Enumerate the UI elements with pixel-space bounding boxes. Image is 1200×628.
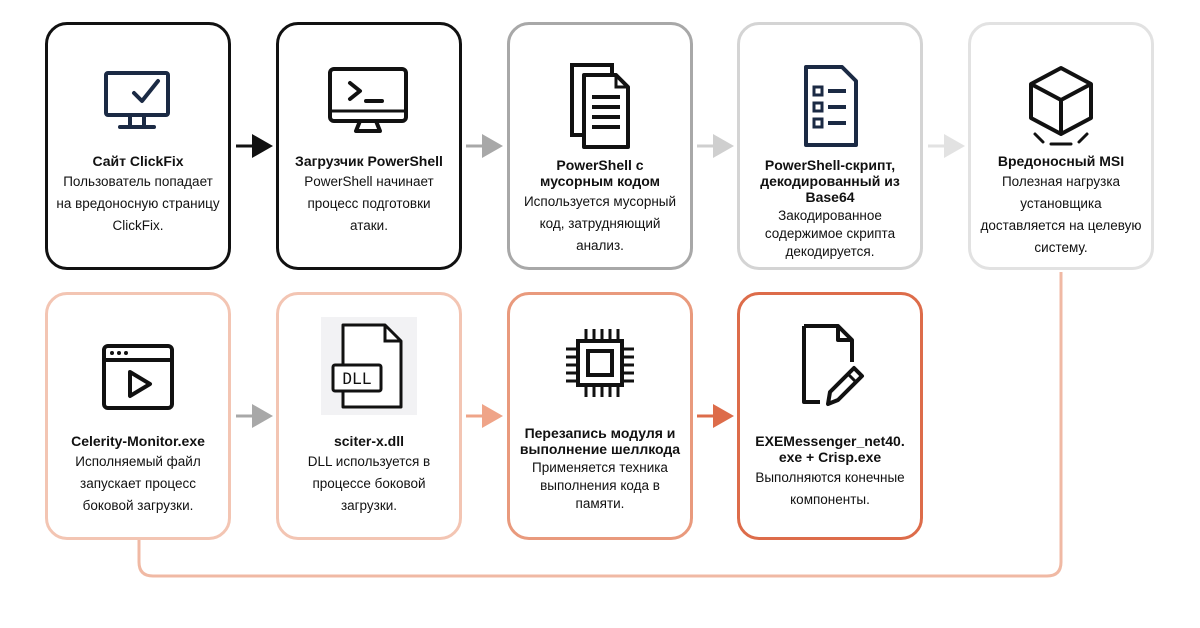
step-title: Перезапись модуля и выполнение шеллкода bbox=[519, 425, 681, 457]
step-title: Вредоносный MSI bbox=[997, 153, 1125, 169]
step-card-sciter-dll: DLL sciter-x.dll DLL используется в проц… bbox=[276, 292, 462, 540]
step-title: PowerShell с мусорным кодом bbox=[540, 157, 660, 189]
step-description: Используется мусорный код, затрудняющий … bbox=[523, 194, 677, 253]
step-description: DLL используется в процессе боковой загр… bbox=[307, 454, 431, 513]
step-title: Celerity-Monitor.exe bbox=[71, 433, 205, 449]
step-card-powershell-loader: Загрузчик PowerShell PowerShell начинает… bbox=[276, 22, 462, 270]
step-title: Сайт ClickFix bbox=[92, 153, 184, 169]
step-card-final-components: EXEMessenger_net40. exe + Crisp.exe Выпо… bbox=[737, 292, 923, 540]
checklist-icon bbox=[740, 61, 920, 147]
video-window-icon bbox=[48, 331, 228, 411]
documents-icon bbox=[510, 61, 690, 149]
step-title: PowerShell-скрипт, декодированный из Bas… bbox=[760, 157, 900, 205]
terminal-monitor-icon bbox=[279, 61, 459, 141]
step-title: Загрузчик PowerShell bbox=[295, 153, 443, 169]
step-description: Закодированное содержимое скрипта декоди… bbox=[764, 208, 896, 259]
step-title: sciter-x.dll bbox=[333, 433, 405, 449]
step-card-junk-powershell: PowerShell с мусорным кодом Используется… bbox=[507, 22, 693, 270]
step-description: Полезная нагрузка установщика доставляет… bbox=[980, 174, 1142, 255]
step-description: Пользователь попадает на вредоносную стр… bbox=[56, 174, 220, 233]
step-card-base64-script: PowerShell-скрипт, декодированный из Bas… bbox=[737, 22, 923, 270]
step-description: PowerShell начинает процесс подготовки а… bbox=[304, 174, 434, 233]
step-title: EXEMessenger_net40. exe + Crisp.exe bbox=[755, 433, 905, 465]
cube-icon bbox=[971, 61, 1151, 146]
step-card-celerity-monitor: Celerity-Monitor.exe Исполняемый файл за… bbox=[45, 292, 231, 540]
file-edit-icon bbox=[740, 324, 920, 406]
connector-msi-to-celerity bbox=[137, 272, 1063, 578]
step-card-clickfix: Сайт ClickFix Пользователь попадает на в… bbox=[45, 22, 231, 270]
step-card-malicious-msi: Вредоносный MSI Полезная нагрузка устано… bbox=[968, 22, 1154, 270]
step-description: Исполняемый файл запускает процесс боков… bbox=[75, 454, 201, 513]
step-description: Применяется техника выполнения кода в па… bbox=[532, 460, 668, 511]
step-card-module-overwrite: Перезапись модуля и выполнение шеллкода … bbox=[507, 292, 693, 540]
step-description: Выполняются конечные компоненты. bbox=[755, 470, 905, 507]
cpu-chip-icon bbox=[510, 323, 690, 403]
monitor-check-icon bbox=[48, 61, 228, 141]
dll-file-icon: DLL bbox=[279, 317, 459, 415]
dll-label: DLL bbox=[343, 369, 372, 388]
